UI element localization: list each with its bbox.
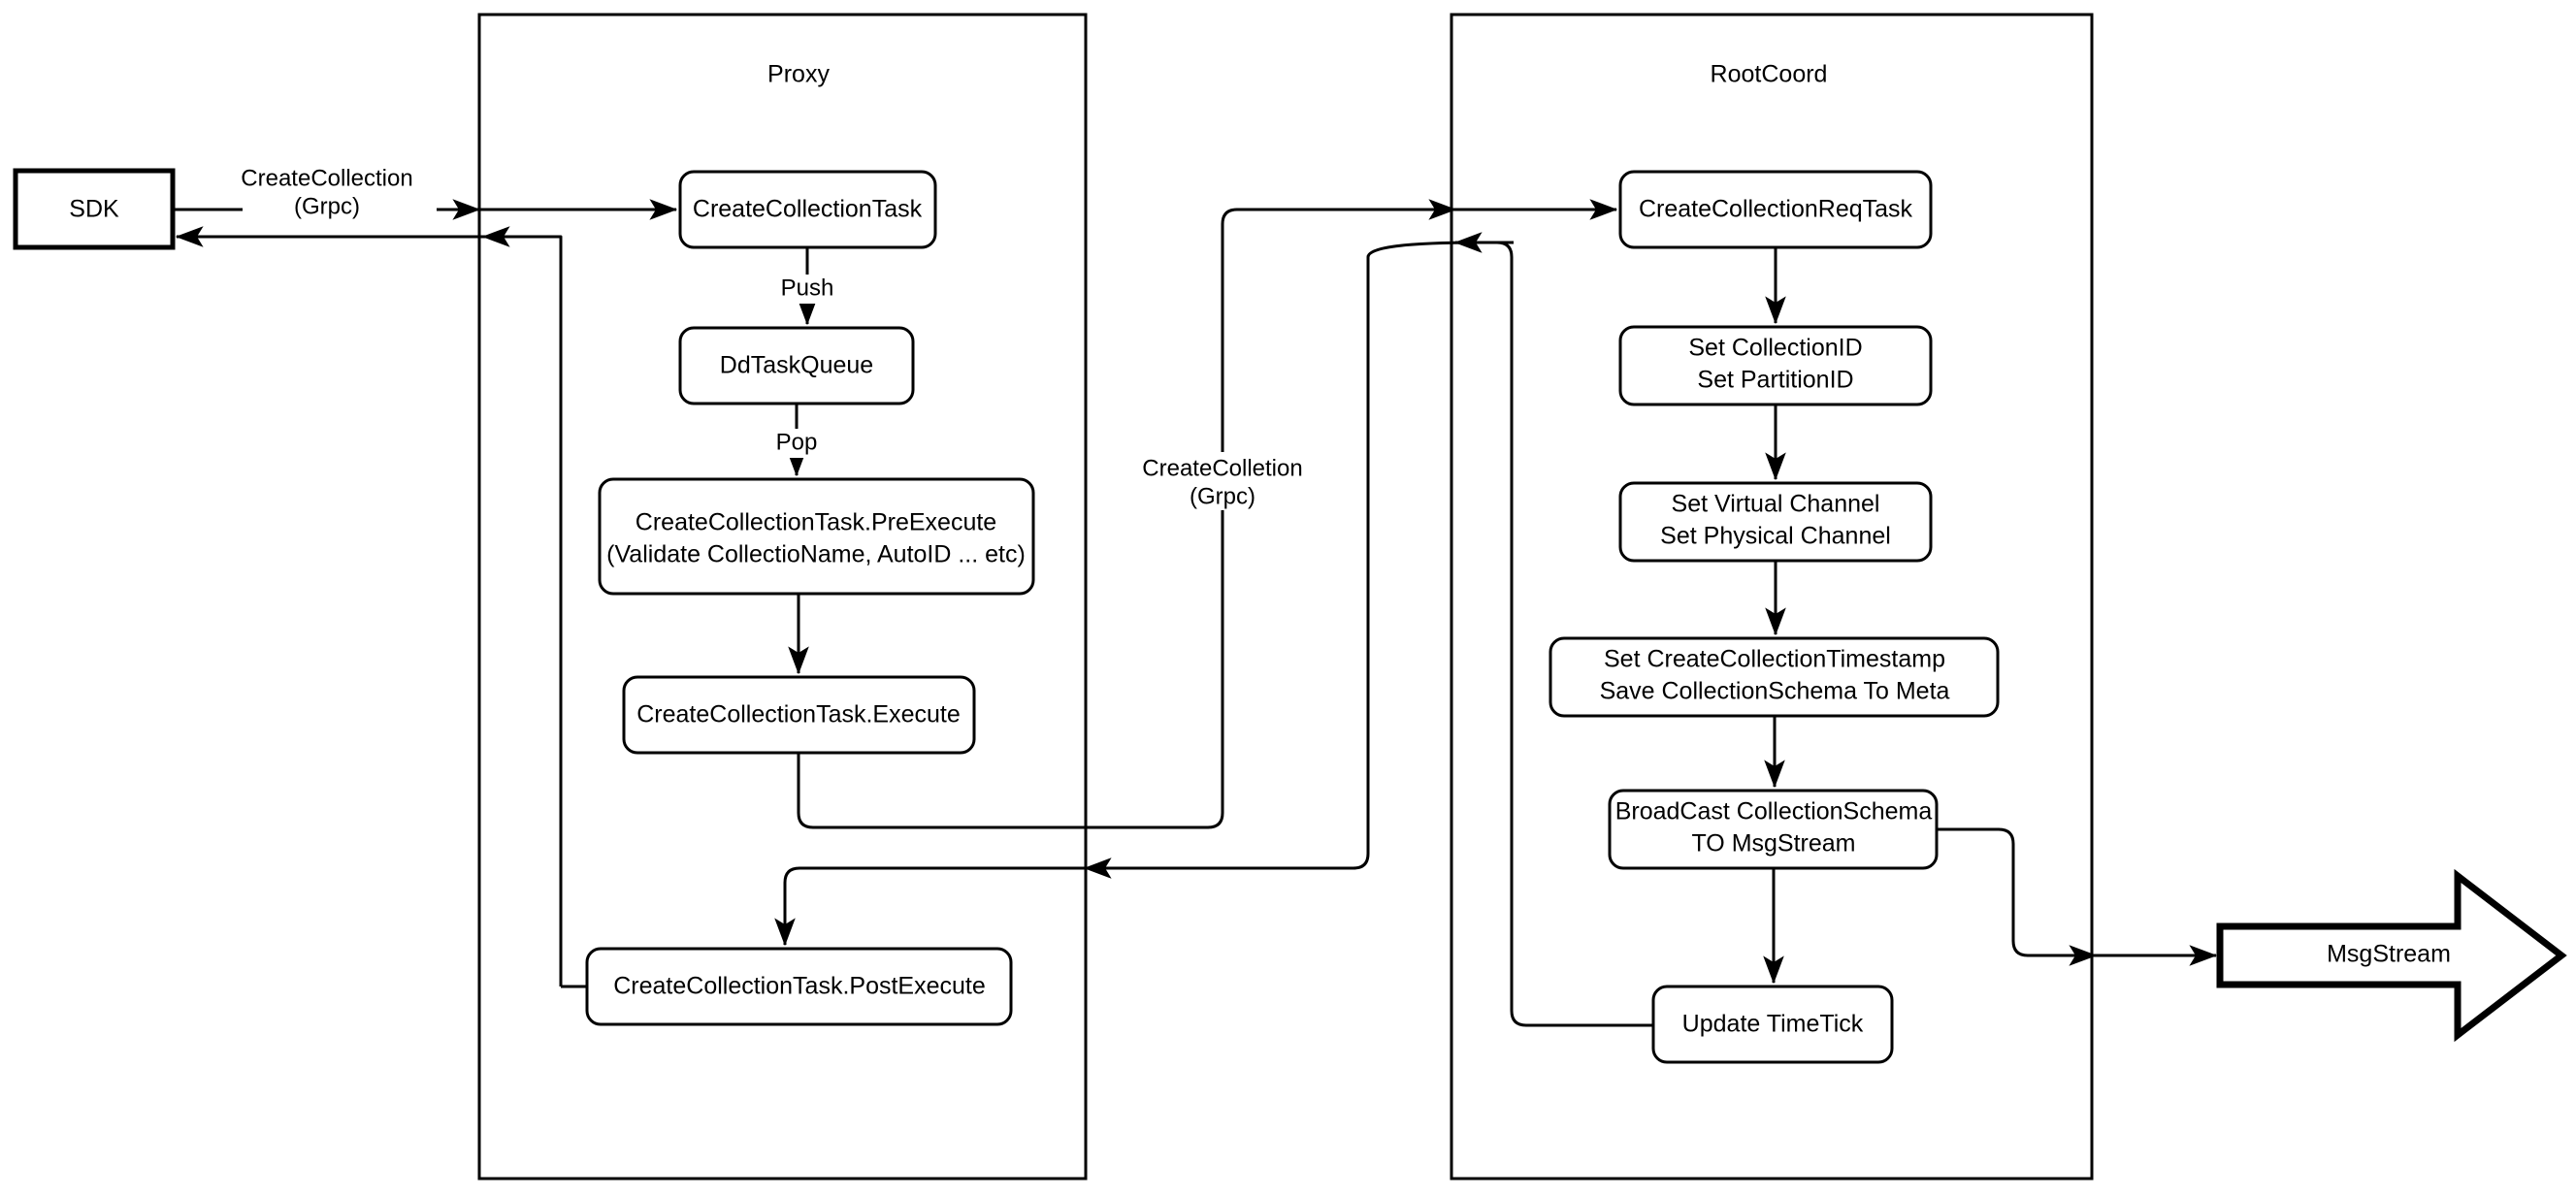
execute-label: CreateCollectionTask.Execute	[636, 701, 961, 728]
node-post-execute[interactable]: CreateCollectionTask.PostExecute	[585, 947, 1013, 1026]
create-collection-req-task-label: CreateCollectionReqTask	[1639, 196, 1913, 223]
edge-label-pop-text: Pop	[776, 429, 818, 455]
broadcast-label-line2: TO MsgStream	[1691, 830, 1855, 857]
node-create-collection-req-task[interactable]: CreateCollectionReqTask	[1618, 170, 1933, 249]
edge-label-sdk-line1: CreateCollection	[241, 165, 412, 191]
node-broadcast[interactable]: BroadCast CollectionSchema TO MsgStream	[1608, 789, 1939, 870]
node-update-timetick[interactable]: Update TimeTick	[1651, 985, 1894, 1064]
msgstream-arrow-shape[interactable]	[2216, 868, 2567, 1043]
edge-label-pop: Pop	[763, 429, 831, 458]
rootcoord-container-label: RootCoord	[1711, 61, 1828, 88]
node-create-collection-task[interactable]: CreateCollectionTask	[678, 170, 937, 249]
edge-label-push-text: Push	[781, 275, 834, 301]
node-set-channels[interactable]: Set Virtual Channel Set Physical Channel	[1618, 481, 1933, 563]
pre-execute-label-line2: (Validate CollectioName, AutoID ... etc)	[606, 541, 1026, 568]
edge-label-bg-4	[1135, 452, 1310, 510]
edge-label-bg-2	[766, 275, 848, 304]
pre-execute-label-line1: CreateCollectionTask.PreExecute	[636, 509, 996, 536]
sdk-label: SDK	[69, 196, 119, 223]
edge-label-proxy-to-rootcoord: CreateColletion (Grpc)	[1135, 452, 1310, 510]
pre-execute-box[interactable]	[598, 477, 1035, 596]
edge-rootcoord-to-post-execute	[774, 241, 1481, 947]
update-timetick-label: Update TimeTick	[1682, 1011, 1864, 1038]
dd-task-queue-label: DdTaskQueue	[720, 352, 873, 379]
edge-label-grpc-line1: CreateColletion	[1142, 455, 1302, 481]
post-execute-label: CreateCollectionTask.PostExecute	[613, 973, 986, 1000]
edge-label-bg-1	[243, 165, 437, 221]
edge-label-sdk-to-proxy: CreateCollection (Grpc)	[241, 165, 437, 221]
set-channels-label-line2: Set Physical Channel	[1660, 523, 1891, 550]
set-channels-label-line1: Set Virtual Channel	[1672, 491, 1880, 518]
create-collection-task-label: CreateCollectionTask	[693, 196, 923, 223]
node-set-ids[interactable]: Set CollectionID Set PartitionID	[1618, 325, 1933, 406]
save-meta-label-line2: Save CollectionSchema To Meta	[1600, 678, 1950, 705]
edge-execute-to-rootcoord	[797, 199, 1618, 829]
edge-post-execute-to-sdk	[175, 226, 563, 987]
node-execute[interactable]: CreateCollectionTask.Execute	[622, 675, 976, 755]
node-save-meta[interactable]: Set CreateCollectionTimestamp Save Colle…	[1549, 636, 2000, 718]
node-pre-execute[interactable]: CreateCollectionTask.PreExecute (Validat…	[598, 477, 1035, 596]
msgstream-label: MsgStream	[2327, 941, 2451, 968]
edge-broadcast-to-msgstream	[1937, 827, 2218, 966]
node-dd-task-queue[interactable]: DdTaskQueue	[678, 326, 915, 405]
edge-label-push: Push	[766, 275, 848, 304]
edge-label-bg-3	[763, 429, 831, 458]
save-meta-label-line1: Set CreateCollectionTimestamp	[1604, 646, 1945, 673]
edge-label-sdk-line2: (Grpc)	[294, 193, 360, 219]
node-sdk[interactable]: SDK	[13, 168, 176, 250]
edge-update-timetick-return	[1496, 241, 1653, 1027]
broadcast-label-line1: BroadCast CollectionSchema	[1615, 798, 1933, 825]
set-ids-label-line1: Set CollectionID	[1688, 335, 1862, 362]
set-ids-label-line2: Set PartitionID	[1697, 367, 1853, 394]
proxy-container-label: Proxy	[767, 61, 830, 88]
node-msgstream[interactable]: MsgStream	[2216, 868, 2567, 1043]
edge-label-grpc-line2: (Grpc)	[1190, 483, 1255, 509]
